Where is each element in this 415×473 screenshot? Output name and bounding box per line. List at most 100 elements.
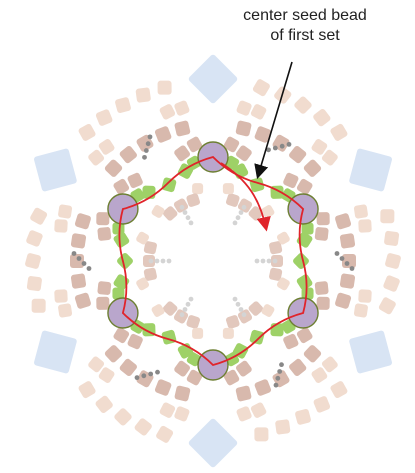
outer-seed-bead <box>25 253 41 269</box>
inner-seed-bead <box>222 327 234 339</box>
outer-seed-bead <box>295 408 311 425</box>
diamond-bead <box>349 330 392 374</box>
middle-seed-bead <box>254 126 272 143</box>
middle-seed-bead <box>154 379 172 396</box>
middle-seed-bead <box>174 385 191 402</box>
middle-seed-bead <box>70 273 87 289</box>
outer-seed-bead <box>383 275 400 292</box>
middle-seed-bead <box>254 379 272 396</box>
outer-seed-bead <box>95 395 113 413</box>
drop-bead <box>113 232 130 248</box>
middle-seed-bead <box>289 145 307 164</box>
tiny-bead <box>179 312 185 318</box>
middle-seed-bead <box>127 333 143 350</box>
inner-seed-bead <box>192 183 204 195</box>
outer-seed-bead <box>311 139 328 155</box>
middle-seed-bead <box>104 345 123 363</box>
tiny-bead <box>179 204 185 210</box>
inner-seed-bead <box>261 304 275 317</box>
middle-seed-bead <box>314 227 329 241</box>
tiny-bead <box>188 220 194 226</box>
outer-seed-bead <box>58 303 73 318</box>
middle-seed-bead <box>97 281 112 295</box>
outer-seed-bead <box>54 219 68 233</box>
outer-seed-bead <box>330 381 348 399</box>
tiny-bead <box>86 266 92 271</box>
outer-seed-bead <box>157 80 172 95</box>
tiny-bead <box>266 258 272 264</box>
middle-seed-bead <box>70 254 84 268</box>
outer-seed-bead <box>321 356 338 373</box>
middle-seed-bead <box>342 254 356 268</box>
callout-label: center seed bead of first set <box>205 6 405 46</box>
tiny-bead <box>185 301 191 307</box>
outer-seed-bead <box>313 109 331 127</box>
outer-seed-bead <box>254 427 269 442</box>
tiny-bead <box>254 258 260 264</box>
middle-seed-bead <box>283 172 299 189</box>
middle-seed-bead <box>296 327 313 344</box>
middle-seed-bead <box>96 296 110 310</box>
outer-seed-bead <box>114 408 132 426</box>
tiny-bead <box>349 266 355 271</box>
middle-seed-bead <box>339 233 356 249</box>
tiny-bead-lines <box>71 134 355 388</box>
tiny-bead <box>147 134 153 140</box>
middle-seed-bead <box>97 227 112 241</box>
drop-bead <box>296 274 313 290</box>
tiny-bead <box>275 375 281 381</box>
drop-bead <box>249 329 265 345</box>
tiny-bead <box>188 296 194 302</box>
outer-seed-bead <box>378 297 396 315</box>
outer-seed-bead <box>135 87 151 103</box>
inner-seed-bead <box>269 241 283 255</box>
middle-seed-bead <box>235 120 252 137</box>
outer-seed-bead <box>385 253 401 269</box>
inner-seed-bead <box>143 267 157 281</box>
tiny-bead <box>141 373 147 379</box>
outer-seed-bead <box>353 204 368 219</box>
outer-seed-bead <box>159 402 176 418</box>
outer-seed-bead <box>88 149 105 166</box>
callout-line-1: center seed bead <box>243 7 367 24</box>
tiny-bead <box>279 362 284 368</box>
middle-seed-bead <box>113 327 130 344</box>
outer-seed-bead <box>236 100 252 116</box>
inner-seed-bead <box>225 315 240 329</box>
outer-seed-bead <box>380 209 395 224</box>
middle-seed-bead <box>283 333 299 350</box>
outer-seed-bead <box>31 298 46 313</box>
outer-seed-bead <box>98 367 115 383</box>
outer-seed-bead <box>134 418 152 436</box>
middle-seed-bead <box>96 212 110 226</box>
outer-seed-bead <box>88 356 105 373</box>
inner-seed-bead <box>192 327 204 339</box>
middle-seed-bead <box>335 213 352 230</box>
callout-pointer <box>254 61 293 180</box>
tiny-bead <box>272 258 278 264</box>
middle-seed-bead <box>303 159 322 177</box>
outer-seed-bead <box>78 381 96 399</box>
outer-seed-bead <box>95 109 113 126</box>
middle-seed-bead <box>335 292 352 309</box>
middle-seed-bead <box>223 136 240 153</box>
tiny-bead <box>166 258 172 264</box>
middle-seed-bead <box>113 178 130 195</box>
diamond-bead <box>349 148 392 192</box>
tiny-bead <box>277 369 283 374</box>
diamond-bead <box>34 148 77 192</box>
middle-seed-bead <box>74 292 91 309</box>
tiny-bead <box>241 204 247 210</box>
inner-seed-bead <box>162 206 178 221</box>
inner-seed-bead <box>225 193 240 207</box>
tiny-bead <box>260 258 266 264</box>
tiny-bead <box>339 256 345 261</box>
tiny-bead <box>344 261 350 266</box>
tiny-bead <box>272 145 278 151</box>
outer-seed-bead <box>321 149 338 166</box>
drop-beads <box>112 155 314 367</box>
tiny-bead <box>232 220 238 226</box>
middle-seed-bead <box>296 178 313 195</box>
outer-seed-bead <box>250 402 267 418</box>
